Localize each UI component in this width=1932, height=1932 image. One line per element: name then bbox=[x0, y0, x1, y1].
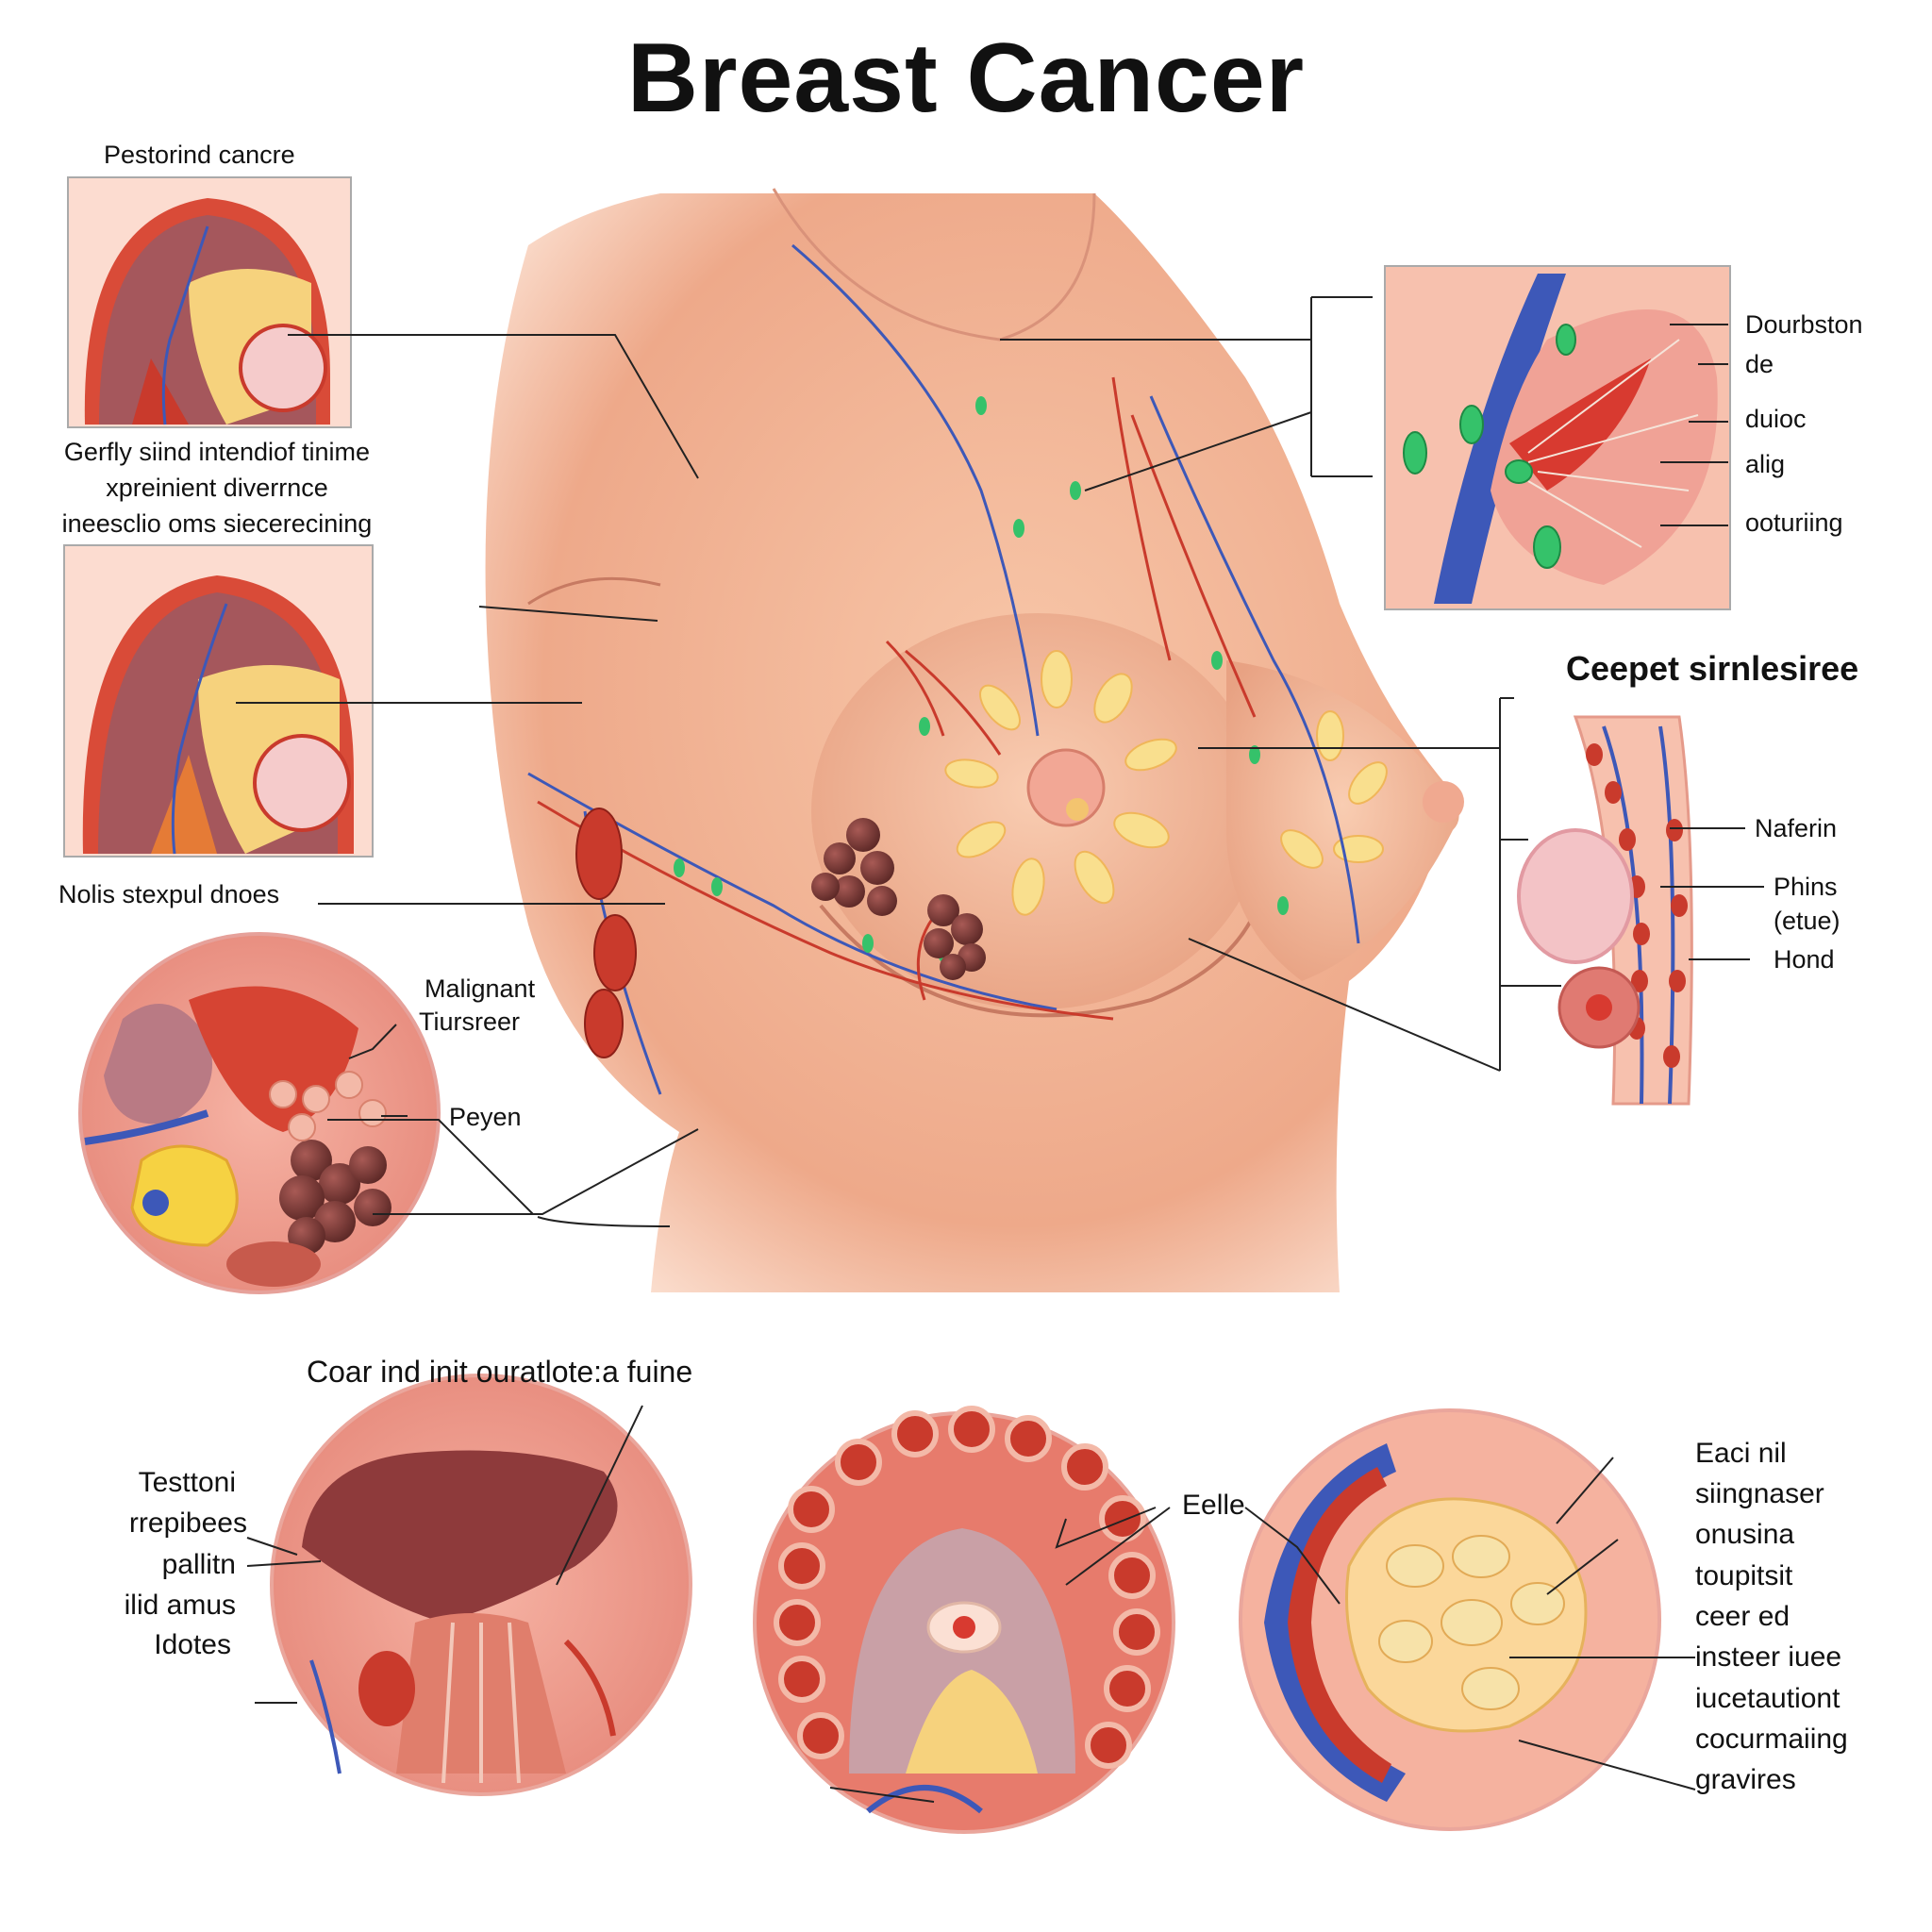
bottom-middle-label: Eelle bbox=[1182, 1490, 1245, 1521]
callout-tumor: Tiursreer bbox=[419, 1008, 521, 1036]
bottom-heading: Coar ind init ouratlote:a fuine bbox=[307, 1355, 693, 1389]
bottom-middle-tissue-disc bbox=[753, 1406, 1175, 1834]
top-right-label-2: de bbox=[1745, 350, 1774, 378]
callout-malignant: Malignant bbox=[425, 974, 536, 1003]
mid-left-tissue-panel bbox=[63, 544, 374, 858]
bottom-right-label-5: ceer ed bbox=[1695, 1601, 1790, 1632]
axillary-lymph-nodes bbox=[575, 808, 637, 1058]
torso-illustration bbox=[485, 188, 1464, 1292]
top-right-label-4: alig bbox=[1745, 450, 1786, 478]
mid-right-label-1: Naferin bbox=[1755, 814, 1838, 842]
bottom-right-label-8: cocurmaiing bbox=[1695, 1724, 1848, 1755]
bottom-right-label-9: gravires bbox=[1695, 1764, 1796, 1795]
bottom-right-label-2: siingnaser bbox=[1695, 1478, 1824, 1509]
top-right-label-3: duioc bbox=[1745, 405, 1807, 433]
bottom-left-tissue-disc bbox=[270, 1374, 692, 1796]
top-left-tissue-panel bbox=[67, 176, 352, 428]
bottom-right-label-6: insteer iuee bbox=[1695, 1641, 1842, 1673]
bottom-right-label-1: Eaci nil bbox=[1695, 1438, 1787, 1469]
bottom-left-label-5: Idotes bbox=[154, 1629, 231, 1660]
tumor-clusters bbox=[811, 818, 986, 980]
page-title: Breast Cancer bbox=[626, 24, 1306, 133]
caption-line-3: ineesclio oms siecerecining bbox=[61, 509, 373, 538]
caption-line-1: Gerfly siind intendiof tinime bbox=[63, 438, 371, 466]
mid-right-label-3: (etue) bbox=[1774, 907, 1840, 935]
bottom-right-tissue-disc bbox=[1239, 1408, 1661, 1831]
mid-left-label: Nolis stexpul dnoes bbox=[58, 880, 280, 908]
bottom-left-label-1: Testtoni bbox=[138, 1467, 236, 1498]
callout-peyen: Peyen bbox=[449, 1103, 522, 1131]
leader-lines bbox=[236, 296, 1764, 1803]
bottom-right-label-7: iucetautiont bbox=[1695, 1683, 1840, 1714]
bottom-left-label-3: pallitn bbox=[161, 1549, 236, 1580]
bottom-right-label-3: onusina bbox=[1695, 1519, 1795, 1550]
blood-vessel-detail bbox=[1517, 715, 1693, 1106]
top-right-label-1: Dourbston bbox=[1745, 310, 1863, 339]
top-left-panel-label: Pestorind cancre bbox=[104, 141, 295, 169]
lymphatic-vessel-panel bbox=[1384, 265, 1731, 610]
mammary-gland-illustration bbox=[944, 650, 1388, 916]
mid-right-heading: Ceepet sirnlesiree bbox=[1566, 649, 1859, 688]
bottom-right-label-4: toupitsit bbox=[1695, 1560, 1793, 1591]
mid-right-label-4: Hond bbox=[1774, 945, 1835, 974]
bottom-left-label-2: rrepibees bbox=[128, 1507, 247, 1539]
mid-right-label-2: Phins bbox=[1774, 873, 1838, 901]
bottom-left-label-4: ilid amus bbox=[124, 1590, 236, 1621]
caption-line-2: xpreinient diverrnce bbox=[106, 474, 328, 502]
malignant-tumor-detail bbox=[78, 932, 441, 1294]
top-right-label-5: ooturiing bbox=[1745, 508, 1843, 537]
